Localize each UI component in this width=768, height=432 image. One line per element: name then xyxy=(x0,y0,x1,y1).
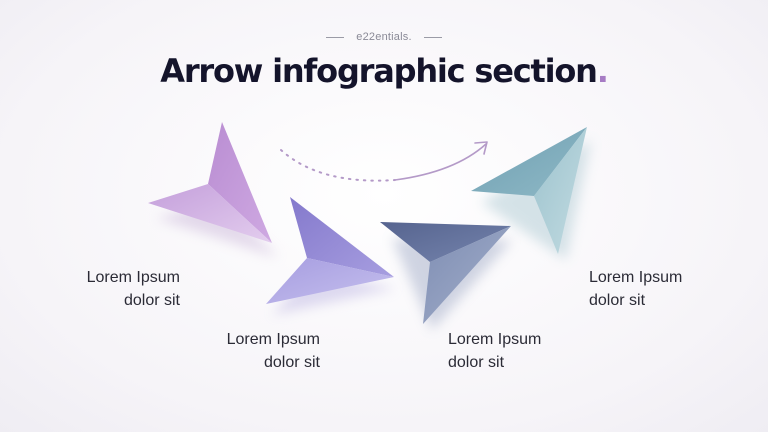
brand-rule-left xyxy=(326,36,345,38)
paper-plane-arrow-icon-3 xyxy=(380,222,512,330)
item-label-4-line1: Lorem Ipsum xyxy=(589,269,683,286)
paper-plane-arrow-icon-1 xyxy=(148,122,279,258)
connector-arrow xyxy=(280,141,488,182)
slide-title: Arrow infographic section. xyxy=(0,52,768,90)
connector-solid-path xyxy=(394,143,487,181)
connector-dotted-path xyxy=(280,149,396,182)
paper-plane-arrow-icon-2 xyxy=(266,197,397,315)
brand-rule-right xyxy=(423,36,442,38)
brand-header: e22entials. xyxy=(0,31,768,43)
brand-name: e22entials. xyxy=(356,31,412,43)
paper-plane-arrow-icon-4 xyxy=(471,127,591,260)
item-label-2: Lorem Ipsum dolor sit xyxy=(210,328,320,374)
item-label-1: Lorem Ipsum dolor sit xyxy=(70,266,180,312)
item-label-1-line2: dolor sit xyxy=(123,292,180,309)
connector-arrow-head-icon xyxy=(474,141,488,155)
item-label-3-line1: Lorem Ipsum xyxy=(448,331,542,348)
item-label-2-line2: dolor sit xyxy=(263,354,320,371)
item-label-4: Lorem Ipsum dolor sit xyxy=(589,266,719,312)
item-label-3-line2: dolor sit xyxy=(448,354,505,371)
item-label-2-line1: Lorem Ipsum xyxy=(226,331,320,348)
item-label-4-line2: dolor sit xyxy=(589,292,646,309)
slide-title-text: Arrow infographic section xyxy=(160,52,598,90)
item-label-1-line1: Lorem Ipsum xyxy=(86,269,180,286)
slide-title-dot: . xyxy=(596,52,609,90)
item-label-3: Lorem Ipsum dolor sit xyxy=(448,328,578,374)
